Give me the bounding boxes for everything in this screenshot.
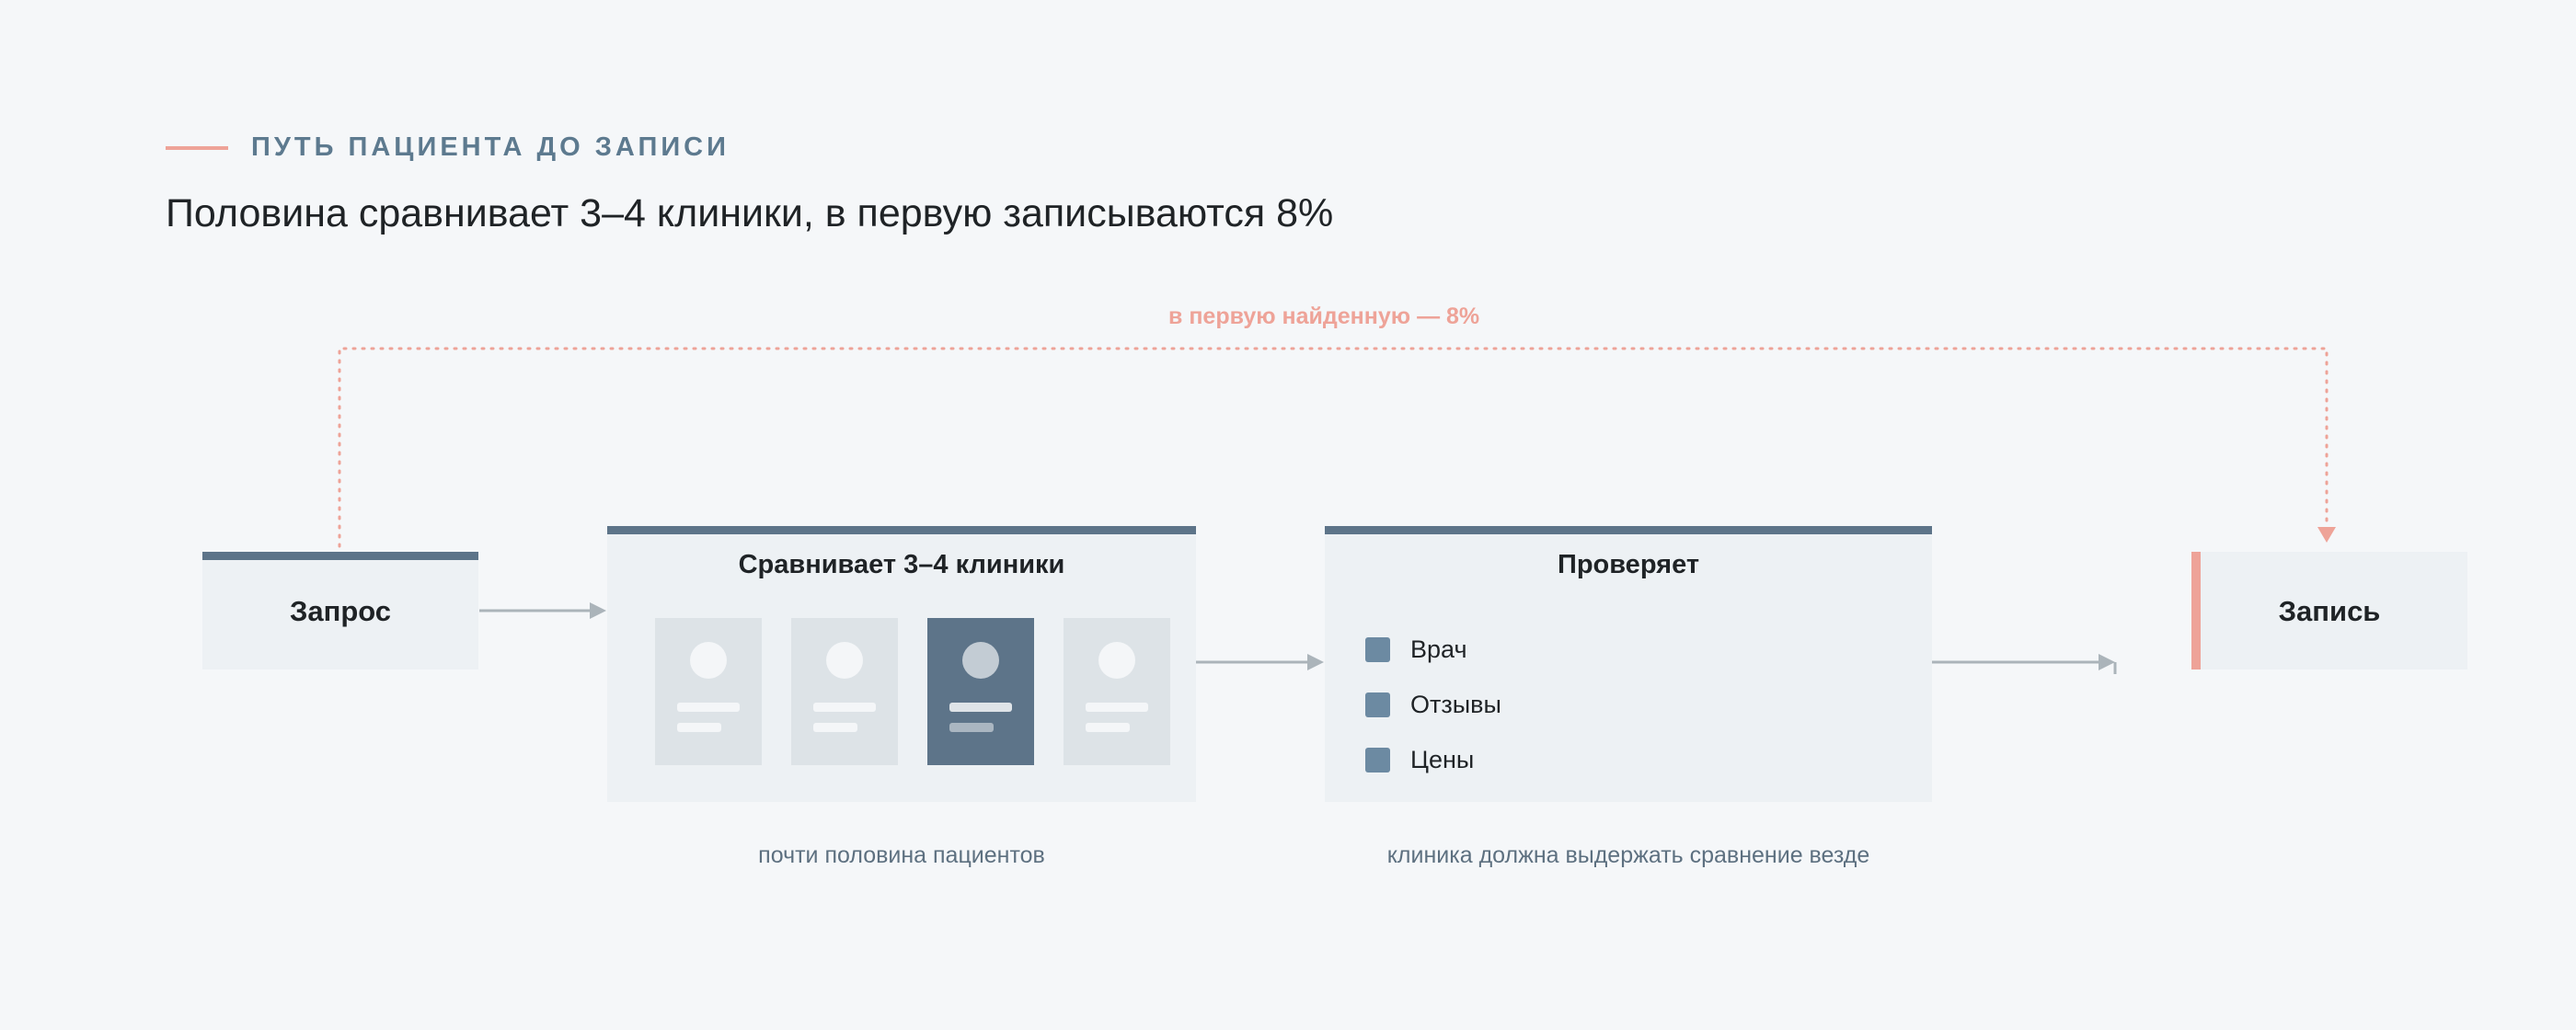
checklist-item-label: Цены: [1410, 745, 1475, 773]
arrowhead-request-to-compare: [590, 602, 606, 619]
checklist-item-reviews: Отзывы: [1365, 677, 1501, 732]
clinic-card: [1064, 618, 1170, 765]
section-eyebrow: ПУТЬ ПАЦИЕНТА ДО ЗАПИСИ: [166, 132, 730, 163]
step-compare-title: Сравнивает 3–4 клиники: [738, 550, 1065, 579]
clinic-text-placeholder: [813, 723, 857, 732]
verify-caption: клиника должна выдержать сравнение везде: [1386, 842, 1870, 868]
node-header-bar: [1325, 526, 1932, 534]
arrowhead-compare-to-verify: [1307, 654, 1324, 670]
clinic-text-placeholder: [677, 703, 740, 712]
step-verify-title: Проверяет: [1557, 550, 1700, 579]
clinic-card-selected: [927, 618, 1034, 765]
step-verify: Проверяет Врач Отзывы Цены: [1325, 526, 1932, 802]
checkbox-icon: [1365, 636, 1390, 662]
clinic-text-placeholder: [677, 723, 721, 732]
step-booking-title: Запись: [2278, 595, 2381, 627]
eyebrow-accent-line: [166, 145, 228, 150]
page-title: Половина сравнивает 3–4 клиники, в перву…: [166, 191, 1334, 235]
clinic-text-placeholder: [813, 703, 876, 712]
node-header-bar: [607, 526, 1196, 534]
shortcut-arrowhead: [2317, 527, 2336, 543]
checklist-item-doctor: Врач: [1365, 622, 1501, 677]
clinic-avatar-icon: [1098, 642, 1135, 679]
verify-checklist: Врач Отзывы Цены: [1365, 622, 1501, 787]
clinic-card: [655, 618, 762, 765]
compare-caption: почти половина пациентов: [758, 842, 1045, 868]
clinic-avatar-icon: [690, 642, 727, 679]
booking-accent-bar: [2191, 552, 2201, 670]
checklist-item-label: Врач: [1410, 635, 1467, 663]
clinic-text-placeholder: [949, 703, 1012, 712]
clinic-avatar-icon: [826, 642, 863, 679]
shortcut-label: в первую найденную — 8%: [1168, 303, 1480, 329]
shortcut-dotted-path: [338, 347, 2329, 548]
step-booking: Запись: [2191, 552, 2467, 670]
node-header-bar: [202, 552, 478, 560]
arrowhead-verify-to-booking: [2099, 654, 2115, 670]
step-request-title: Запрос: [289, 595, 392, 627]
checkbox-icon: [1365, 692, 1390, 717]
checkbox-icon: [1365, 747, 1390, 772]
eyebrow-label: ПУТЬ ПАЦИЕНТА ДО ЗАПИСИ: [251, 132, 730, 162]
clinic-card: [791, 618, 898, 765]
checklist-item-prices: Цены: [1365, 732, 1501, 787]
step-request: Запрос: [202, 552, 478, 670]
clinic-avatar-icon: [962, 642, 999, 679]
step-compare: Сравнивает 3–4 клиники: [607, 526, 1196, 802]
checklist-item-label: Отзывы: [1410, 690, 1501, 718]
clinic-text-placeholder: [1086, 723, 1130, 732]
clinic-text-placeholder: [1086, 703, 1148, 712]
clinic-text-placeholder: [949, 723, 994, 732]
